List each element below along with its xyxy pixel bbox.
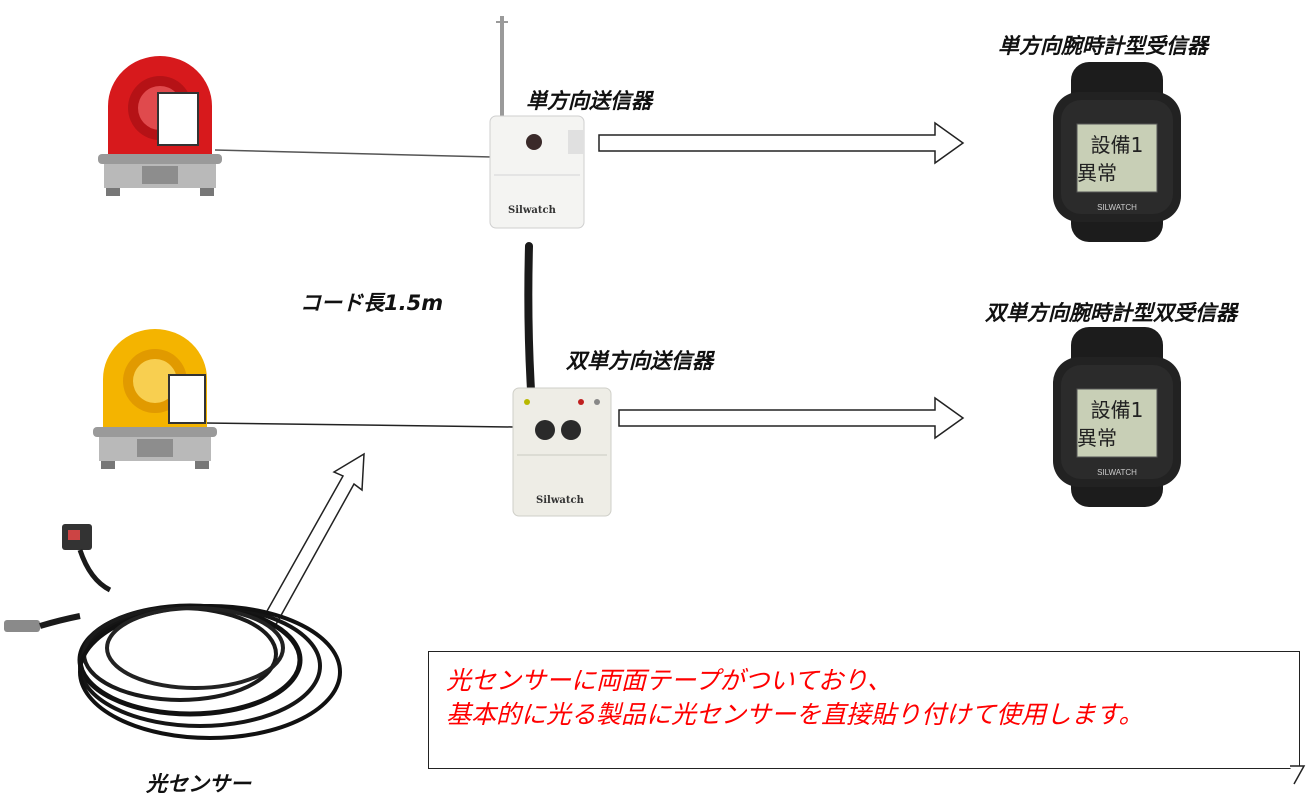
two-way-transmitter-label: 双単方向送信器 bbox=[566, 349, 713, 373]
note-line-2: 基本的に光る製品に光センサーを直接貼り付けて使用します。 bbox=[446, 700, 1144, 729]
note-line-1: 光センサーに両面テープがついており、 bbox=[446, 666, 893, 695]
svg-text:設備1: 設備1 bbox=[1091, 398, 1144, 422]
light-sensor-label: 光センサー bbox=[146, 772, 251, 796]
one-way-watch-receiver-image: SILWATCH 設備1 異常 bbox=[1053, 62, 1181, 242]
one-way-transmitter-label: 単方向送信器 bbox=[526, 89, 652, 113]
light-sensor-image bbox=[4, 524, 342, 740]
cable-red-to-oneway bbox=[214, 149, 493, 158]
one-way-transmitter-image bbox=[489, 16, 585, 229]
two-way-transmitter-image bbox=[512, 242, 612, 517]
arrow-to-two-way-receiver bbox=[618, 396, 965, 440]
svg-text:設備1: 設備1 bbox=[1091, 133, 1144, 157]
cord-length-label: コード長1.5m bbox=[300, 291, 444, 315]
one-way-transmitter-brand: Silwatch bbox=[508, 205, 556, 216]
watch-brand: SILWATCH bbox=[1097, 468, 1137, 477]
note-text: 光センサーに両面テープがついており、 基本的に光る製品に光センサーを直接貼り付け… bbox=[446, 664, 1144, 732]
note-callout-tail bbox=[1290, 765, 1306, 785]
two-way-transmitter-brand: Silwatch bbox=[536, 495, 584, 506]
arrow-from-light-sensor bbox=[261, 452, 365, 630]
watch-brand: SILWATCH bbox=[1097, 203, 1137, 212]
note-callout-box bbox=[428, 651, 1300, 769]
red-beacon-image bbox=[98, 56, 222, 196]
cable-yellow-to-twoway bbox=[204, 422, 514, 428]
arrow-to-one-way-receiver bbox=[598, 121, 965, 165]
one-way-receiver-label: 単方向腕時計型受信器 bbox=[998, 34, 1208, 58]
two-way-watch-receiver-image: SILWATCH 設備1 異常 bbox=[1053, 327, 1181, 507]
svg-text:異常: 異常 bbox=[1077, 161, 1117, 185]
two-way-receiver-label: 双単方向腕時計型双受信器 bbox=[985, 301, 1237, 325]
yellow-beacon-image bbox=[93, 329, 217, 469]
svg-text:異常: 異常 bbox=[1077, 426, 1117, 450]
